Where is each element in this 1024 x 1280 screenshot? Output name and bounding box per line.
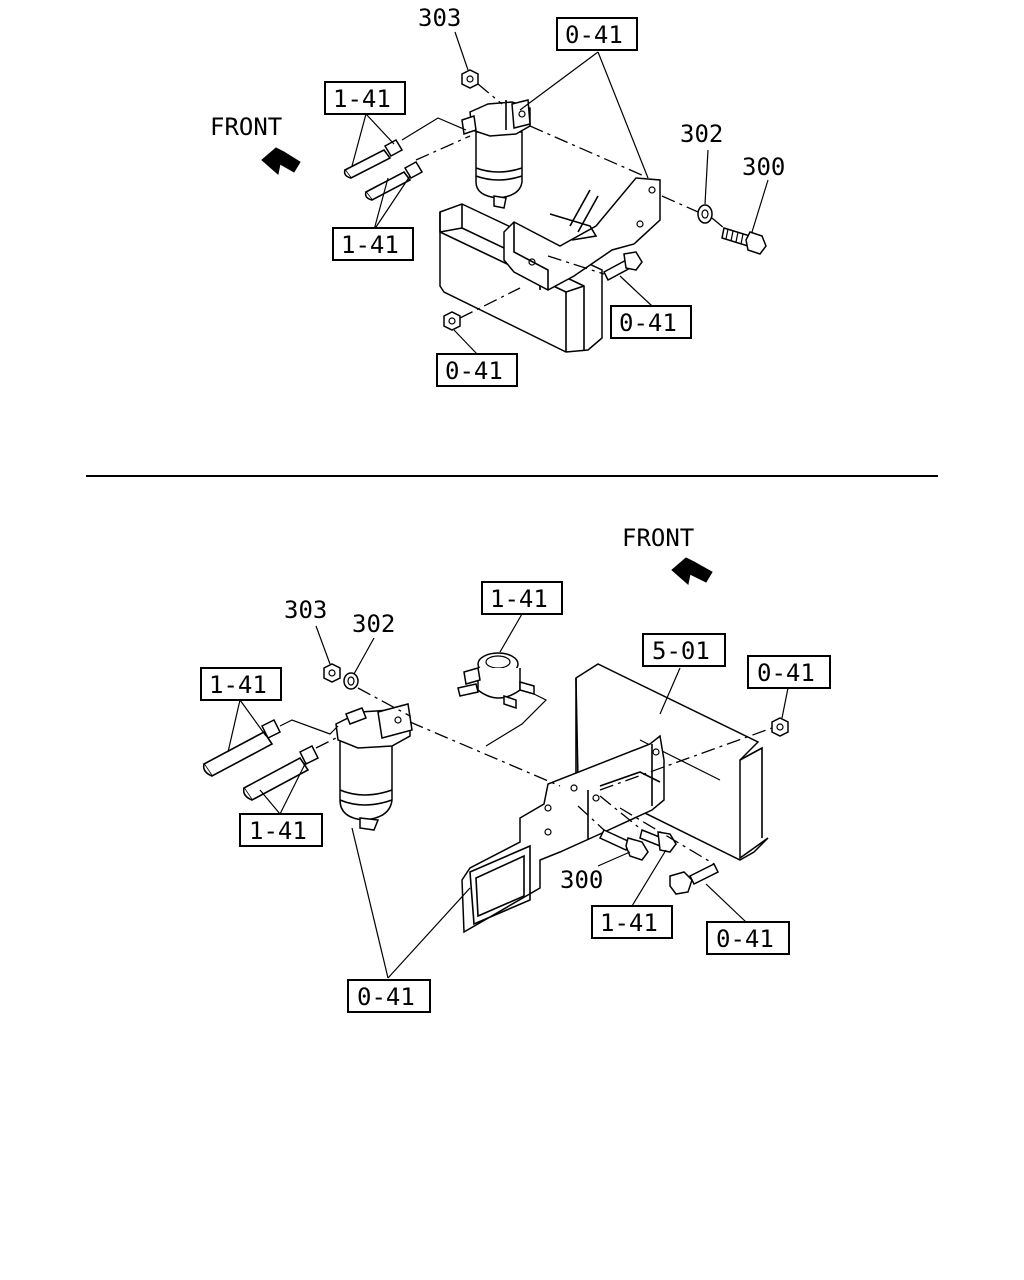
front-label-bottom: FRONT [622, 524, 694, 552]
ref-box-priming-pump: 1-41 [481, 581, 563, 615]
priming-pump [457, 652, 548, 747]
nut-bottom-top [443, 311, 461, 331]
svg-text:5-01: 5-01 [652, 637, 710, 665]
fuel-filter-top [461, 99, 531, 209]
nut-right-bottom [771, 717, 789, 737]
fuel-hoses-bottom [202, 718, 339, 802]
front-arrow-icon-bottom [671, 557, 713, 585]
bolt-right-top [603, 251, 643, 282]
front-label-top: FRONT [210, 113, 282, 141]
ref-box-hose-upper-top: 1-41 [324, 81, 406, 115]
callout-300-bottom: 300 [560, 866, 603, 894]
ref-box-bolt-middle-bottom: 1-41 [591, 905, 673, 939]
svg-text:1-41: 1-41 [209, 671, 267, 699]
ref-box-hose-lower-bottom: 1-41 [239, 813, 323, 847]
washer-302-top [697, 204, 713, 224]
bolt-middle-bottom [639, 828, 677, 853]
ref-box-bolt-right-bottom: 0-41 [706, 921, 790, 955]
ref-box-filter-bracket-bottom: 0-41 [347, 979, 431, 1013]
filter-bracket-top [503, 177, 661, 291]
callout-302-top: 302 [680, 120, 723, 148]
nut-303-top [461, 69, 479, 89]
bottom-view: FRONT 303 302 300 1-41 5-01 0-41 1-41 1-… [200, 524, 831, 1013]
svg-text:1-41: 1-41 [249, 817, 307, 845]
svg-text:1-41: 1-41 [333, 85, 391, 113]
front-arrow-icon [261, 147, 301, 175]
callout-303-bottom: 303 [284, 596, 327, 624]
ref-box-filter-bracket-top: 0-41 [556, 17, 638, 51]
svg-text:1-41: 1-41 [341, 231, 399, 259]
nut-303-bottom [323, 663, 341, 683]
ref-box-nut-bottom-top: 0-41 [436, 353, 518, 387]
bolt-300-top [721, 227, 767, 255]
bolt-right-bottom [669, 862, 720, 895]
ref-box-bolt-right-top: 0-41 [610, 305, 692, 339]
bolt-300-bottom [598, 829, 649, 861]
fuel-hoses-top [343, 117, 467, 202]
svg-text:1-41: 1-41 [600, 909, 658, 937]
ref-box-hose-upper-bottom: 1-41 [200, 667, 282, 701]
svg-text:1-41: 1-41 [490, 585, 548, 613]
ref-box-frame: 5-01 [642, 633, 726, 667]
callout-300-top: 300 [742, 153, 785, 181]
ref-box-hose-lower-top: 1-41 [332, 227, 414, 261]
ref-box-nut-right-bottom: 0-41 [747, 655, 831, 689]
top-view: FRONT 303 302 300 0-41 1-41 1-41 0-41 0-… [210, 4, 785, 387]
callout-303-top: 303 [418, 4, 461, 32]
frame-rail [575, 663, 769, 861]
svg-text:0-41: 0-41 [757, 659, 815, 687]
svg-text:0-41: 0-41 [619, 309, 677, 337]
svg-text:0-41: 0-41 [357, 983, 415, 1011]
washer-302-bottom [343, 672, 359, 690]
svg-text:0-41: 0-41 [445, 357, 503, 385]
filter-bracket-bottom [461, 734, 665, 934]
svg-text:0-41: 0-41 [565, 21, 623, 49]
fuel-filter-bottom [335, 703, 413, 831]
svg-text:0-41: 0-41 [716, 925, 774, 953]
callout-302-bottom: 302 [352, 610, 395, 638]
